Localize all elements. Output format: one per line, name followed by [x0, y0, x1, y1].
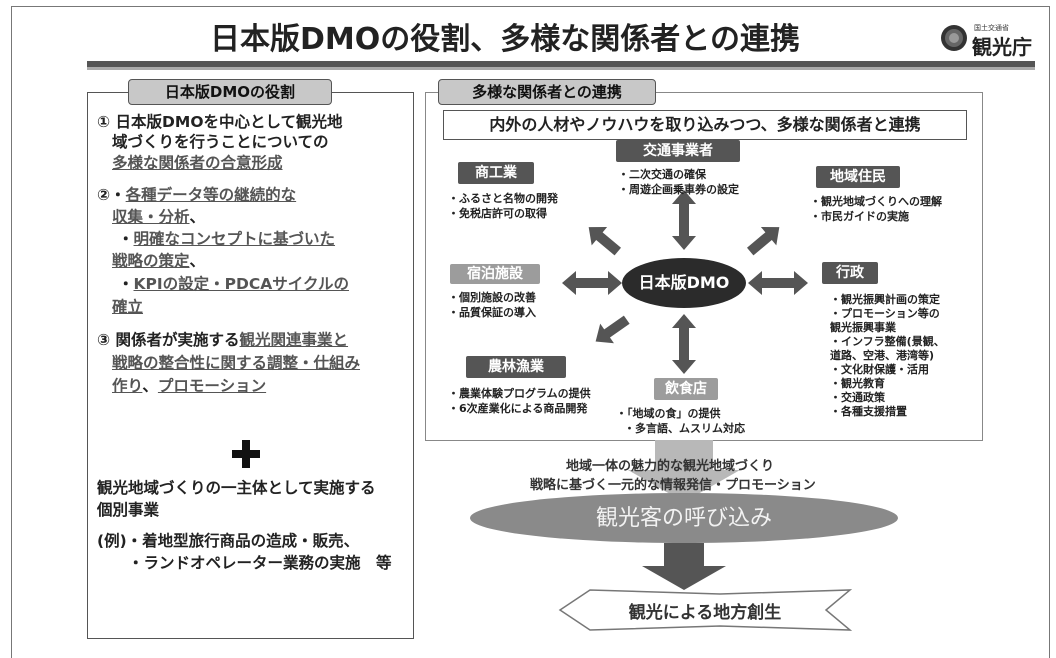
node-shokogyo-item-2: ・免税店許可の取得: [448, 207, 547, 220]
node-inshoku-label: 飲食店: [654, 378, 718, 400]
node-inshoku-item-2: ・多言語、ムスリム対応: [624, 422, 745, 435]
role-item-2-bullet-2: ・: [118, 230, 134, 248]
role-item-2-line-5: ・KPIの設定・PDCAサイクルの: [118, 274, 349, 294]
slide-title: 日本版DMOの役割、多様な関係者との連携: [210, 22, 800, 57]
visitor-attraction-ellipse: [470, 493, 898, 543]
role-item-2-underlined-3: 明確なコンセプトに基づいた: [133, 230, 336, 248]
bottom-text-1: 地域一体の魅力的な観光地域づくり: [566, 459, 775, 474]
node-kotsu-item-1: ・二次交通の確保: [618, 168, 706, 181]
role-panel: [87, 92, 414, 639]
role-item-2-line-2: 収集・分析、: [112, 207, 205, 227]
logo-ministry-text: 国土交通省: [974, 24, 1009, 32]
role-item-1-line-2: 域づくりを行うことについての: [112, 133, 329, 151]
role-item-2-underlined-6: 確立: [112, 298, 144, 316]
logo-agency-name: 観光庁: [972, 35, 1032, 59]
node-shukuhaku-item-2: ・品質保証の導入: [448, 306, 536, 319]
node-gyosei-item-4: ・インフラ整備(景観、: [830, 335, 945, 348]
role-item-3-line-2: 戦略の整合性に関する調整・仕組み: [112, 353, 360, 373]
role-item-2-line-6: 確立: [112, 297, 143, 317]
node-gyosei-item-6: ・文化財保護・活用: [830, 363, 929, 376]
node-kotsu-item-2: ・周遊企画乗車券の設定: [618, 183, 739, 196]
role-item-1-text-1: 日本版DMOを中心として観光地: [115, 113, 343, 131]
role-item-2-line-3: ・明確なコンセプトに基づいた: [118, 229, 335, 249]
regional-revitalization-text: 観光による地方創生: [628, 603, 782, 623]
node-shukuhaku-label: 宿泊施設: [450, 264, 540, 284]
role-item-2-line-1: ②・各種データ等の継続的な: [97, 185, 296, 205]
role-item-2-comma-1: 、: [189, 208, 206, 226]
node-norin-label: 農林漁業: [466, 356, 566, 378]
node-gyosei-item-1: ・観光振興計画の策定: [830, 293, 940, 306]
role-item-1-underlined: 多様な関係者の合意形成: [112, 154, 283, 172]
role-item-3-line-1: ③ 関係者が実施する観光関連事業と: [97, 330, 348, 350]
agency-logo: 国土交通省 観光庁: [938, 22, 1042, 59]
role-item-2-line-4: 戦略の策定、: [112, 251, 205, 271]
node-norin-item-1: ・農業体験プログラムの提供: [448, 387, 591, 400]
role-item-2-underlined-2: 収集・分析: [112, 208, 190, 226]
node-gyosei-item-7: ・観光教育: [830, 377, 885, 390]
role-item-2-underlined-1: 各種データ等の継続的な: [125, 186, 297, 204]
role-item-3-prefix: ③ 関係者が実施する: [97, 331, 240, 349]
node-jumin-label: 地域住民: [816, 166, 900, 188]
node-jumin-item-1: ・観光地域づくりへの理解: [810, 195, 942, 208]
title-rule-dark: [87, 61, 1035, 67]
extra-line-2: 個別事業: [97, 501, 160, 519]
role-item-3-underlined-4: プロモーション: [157, 377, 267, 395]
role-item-2-underlined-5: KPIの設定・PDCAサイクルの: [133, 275, 349, 293]
role-item-2-underlined-4: 戦略の策定: [112, 252, 190, 270]
node-shokogyo-label: 商工業: [458, 162, 534, 184]
node-norin-item-2: ・6次産業化による商品開発: [448, 402, 588, 415]
title-rule-light: [87, 67, 1035, 70]
role-item-3-underlined-3: 作り: [112, 377, 143, 395]
plus-icon: [232, 440, 260, 468]
visitor-attraction-text: 観光客の呼び込み: [595, 506, 772, 531]
stakeholder-banner: 内外の人材やノウハウを取り込みつつ、多様な関係者と連携: [443, 110, 967, 140]
slide-frame: [11, 6, 1050, 658]
extra-line-1: 観光地域づくりの一主体として実施する: [97, 479, 376, 497]
node-gyosei-item-2: ・プロモーション等の: [830, 307, 940, 320]
role-item-3-comma: 、: [142, 377, 158, 395]
role-item-1-line-3: 多様な関係者の合意形成: [112, 153, 283, 173]
node-gyosei-item-3: 観光振興事業: [830, 321, 896, 334]
role-item-3-underlined-2: 戦略の整合性に関する調整・仕組み: [112, 354, 361, 372]
node-jumin-item-2: ・市民ガイドの実施: [810, 210, 909, 223]
role-panel-tab: 日本版DMOの役割: [128, 79, 332, 105]
logo-mark-icon: [941, 25, 967, 51]
role-item-3-line-3: 作り、プロモーション: [112, 376, 266, 396]
node-shokogyo-item-1: ・ふるさと名物の開発: [448, 192, 558, 205]
node-kotsu-label: 交通事業者: [616, 140, 740, 162]
role-item-2-prefix: ②・: [97, 186, 126, 204]
node-shukuhaku-item-1: ・個別施設の改善: [448, 291, 536, 304]
dmo-center-node: 日本版DMO: [622, 258, 746, 308]
node-gyosei-label: 行政: [822, 262, 878, 284]
node-inshoku-item-1: ・「地域の食」の提供: [616, 407, 721, 420]
role-item-2-comma-2: 、: [189, 252, 206, 270]
role-item-2-bullet-3: ・: [118, 275, 134, 293]
bottom-text-2: 戦略に基づく一元的な情報発信・プロモーション: [530, 478, 816, 493]
extra-line-4: ・ランドオペレーター業務の実施 等: [128, 554, 392, 572]
node-gyosei-item-8: ・交通政策: [830, 391, 885, 404]
node-gyosei-item-5: 道路、空港、港湾等): [830, 349, 935, 362]
stakeholder-panel-tab: 多様な関係者との連携: [438, 79, 656, 105]
node-gyosei-item-9: ・各種支援措置: [830, 405, 907, 418]
role-item-1-number: ①: [97, 113, 111, 131]
role-item-3-underlined-1: 観光関連事業と: [239, 331, 349, 349]
role-item-1-line-1: ① 日本版DMOを中心として観光地: [97, 112, 343, 132]
extra-line-3: (例)・着地型旅行商品の造成・販売、: [97, 532, 360, 550]
